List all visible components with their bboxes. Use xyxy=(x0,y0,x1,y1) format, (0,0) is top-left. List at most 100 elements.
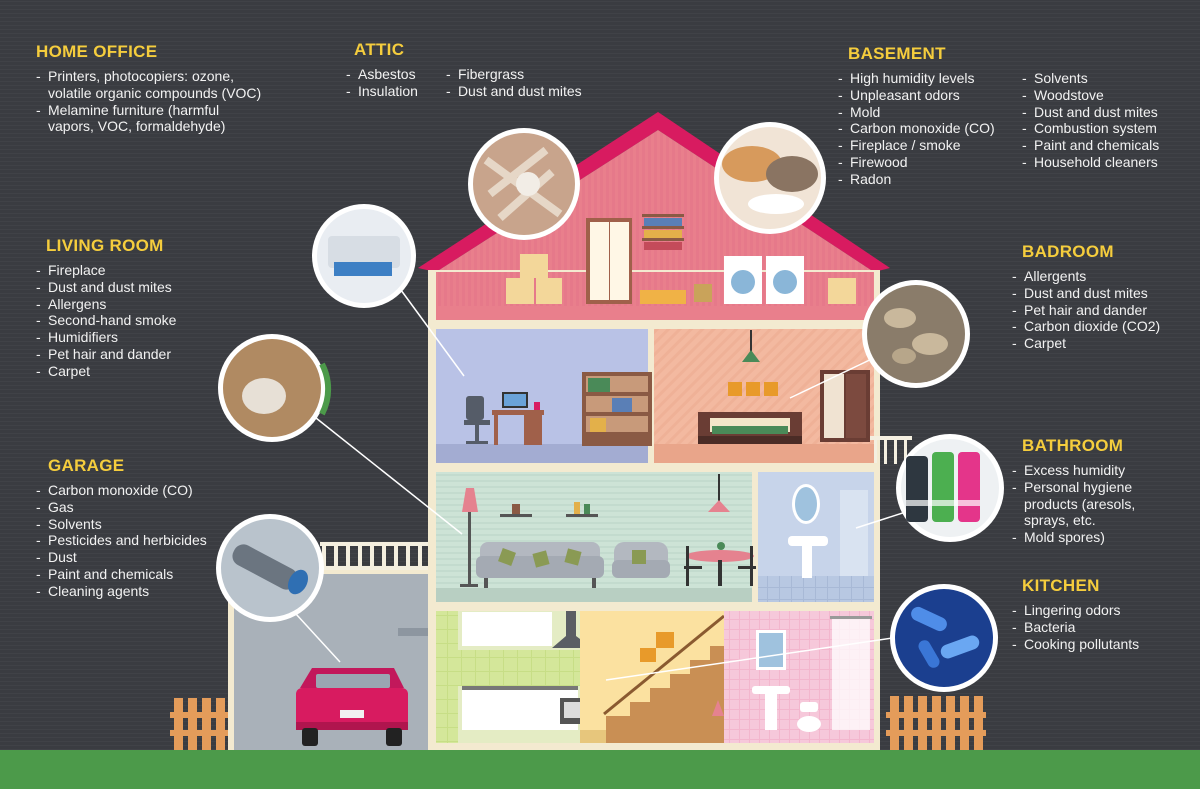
list-item: Dust and dust mites xyxy=(1022,104,1172,121)
list-item: Woodstove xyxy=(1022,87,1172,104)
item-list: High humidity levels Unpleasant odors Mo… xyxy=(838,70,1002,188)
list-item: Pet hair and dander xyxy=(1012,302,1196,319)
bedroom-lamp xyxy=(742,330,760,362)
photo-bubble-exhaust xyxy=(216,514,324,622)
list-item: Fibergrass xyxy=(446,66,582,83)
photo-bubble-cats xyxy=(714,122,826,234)
garage-railing xyxy=(320,542,432,570)
list-item: Printers, photocopiers: ozone, volatile … xyxy=(36,68,264,102)
item-list: Fibergrass Dust and dust mites xyxy=(446,66,582,100)
section-title: BATHROOM xyxy=(1022,436,1124,455)
fence-left xyxy=(170,698,230,750)
section-attic: ATTIC Asbestos Insulation Fibergrass Dus… xyxy=(346,40,582,100)
item-list: Excess humidity Personal hygiene product… xyxy=(1012,462,1162,546)
kitchen-hood xyxy=(552,611,592,648)
living-shelves xyxy=(500,502,598,517)
section-kitchen: KITCHEN Lingering odors Bacteria Cooking… xyxy=(1012,576,1182,652)
list-item: Second-hand smoke xyxy=(36,312,236,329)
item-list: Carbon monoxide (CO) Gas Solvents Pestic… xyxy=(36,482,236,600)
list-item: Household cleaners xyxy=(1022,154,1172,171)
section-title: BADROOM xyxy=(1022,242,1114,261)
item-list: Printers, photocopiers: ozone, volatile … xyxy=(36,68,264,135)
list-item: Dust and dust mites xyxy=(1012,285,1196,302)
item-list: Fireplace Dust and dust mites Allergens … xyxy=(36,262,236,380)
list-item: High humidity levels xyxy=(838,70,1002,87)
list-item: Asbestos xyxy=(346,66,418,83)
list-item: Allergens xyxy=(36,296,236,313)
list-item: Carpet xyxy=(36,363,236,380)
living-floor-lamp xyxy=(460,488,478,587)
list-item: Fireplace xyxy=(36,262,236,279)
office-bookshelf xyxy=(582,372,652,446)
photo-bubble-spray xyxy=(896,434,1004,542)
list-item: Unpleasant odors xyxy=(838,87,1002,104)
section-title: HOME OFFICE xyxy=(36,42,158,61)
list-item: Bacteria xyxy=(1012,619,1182,636)
photo-bubble-printer xyxy=(312,204,416,308)
washroom-curtain xyxy=(832,618,870,730)
connector-lines xyxy=(273,285,913,681)
item-columns: Asbestos Insulation Fibergrass Dust and … xyxy=(346,66,582,100)
list-item: Pesticides and herbicides xyxy=(36,532,236,549)
section-bathroom: BATHROOM Excess humidity Personal hygien… xyxy=(1012,436,1162,546)
list-item: Lingering odors xyxy=(1012,602,1182,619)
section-home-office: HOME OFFICE Printers, photocopiers: ozon… xyxy=(36,42,264,135)
photo-bubble-mites xyxy=(862,280,970,388)
section-living-room: LIVING ROOM Fireplace Dust and dust mite… xyxy=(36,236,236,380)
list-item: Solvents xyxy=(36,516,236,533)
list-item: Humidifiers xyxy=(36,329,236,346)
list-item: Dust xyxy=(36,549,236,566)
list-item: Dust and dust mites xyxy=(36,279,236,296)
bedroom-pictures xyxy=(728,382,778,396)
fence-right xyxy=(886,696,986,750)
section-title: ATTIC xyxy=(354,40,405,59)
kitchen-cabinets xyxy=(462,612,578,730)
list-item: Personal hygiene products (aresols, spra… xyxy=(1012,479,1162,529)
section-title: GARAGE xyxy=(48,456,125,475)
section-title: LIVING ROOM xyxy=(46,236,164,255)
bathroom-sink xyxy=(788,536,828,578)
section-title: KITCHEN xyxy=(1022,576,1100,595)
section-badroom: BADROOM Allergents Dust and dust mites P… xyxy=(1012,242,1196,352)
list-item: Carbon monoxide (CO) xyxy=(36,482,236,499)
list-item: Pet hair and dander xyxy=(36,346,236,363)
list-item: Combustion system xyxy=(1022,120,1172,137)
bathroom-shower xyxy=(840,490,868,576)
list-item: Melamine furniture (harmful vapors, VOC,… xyxy=(36,102,264,136)
car xyxy=(296,668,408,746)
bathroom-mirror xyxy=(792,484,820,524)
list-item: Firewood xyxy=(838,154,1002,171)
section-title: BASEMENT xyxy=(848,44,946,63)
list-item: Carbon monoxide (CO) xyxy=(838,120,1002,137)
item-list: Asbestos Insulation xyxy=(346,66,418,100)
list-item: Radon xyxy=(838,171,1002,188)
section-basement: BASEMENT High humidity levels Unpleasant… xyxy=(838,44,1172,188)
list-item: Carbon dioxide (CO2) xyxy=(1012,318,1196,335)
attic-washers xyxy=(724,256,804,304)
item-columns: High humidity levels Unpleasant odors Mo… xyxy=(838,70,1172,188)
photo-bubble-insulation xyxy=(468,128,580,240)
hallway-pictures xyxy=(640,632,674,662)
grass xyxy=(0,750,1200,789)
list-item: Paint and chemicals xyxy=(1022,137,1172,154)
list-item: Gas xyxy=(36,499,236,516)
office-chair xyxy=(464,396,490,444)
office-desk xyxy=(492,392,544,445)
washroom-mirror xyxy=(756,630,786,670)
living-sofa xyxy=(476,542,604,588)
balcony-railing xyxy=(870,436,912,464)
item-list: Lingering odors Bacteria Cooking polluta… xyxy=(1012,602,1182,652)
photo-bubble-bacteria xyxy=(890,584,998,692)
section-garage: GARAGE Carbon monoxide (CO) Gas Solvents… xyxy=(36,456,236,600)
attic-boxes xyxy=(506,254,562,304)
list-item: Dust and dust mites xyxy=(446,83,582,100)
list-item: Solvents xyxy=(1022,70,1172,87)
washroom-sink xyxy=(752,686,790,730)
list-item: Carpet xyxy=(1012,335,1196,352)
list-item: Fireplace / smoke xyxy=(838,137,1002,154)
list-item: Cleaning agents xyxy=(36,583,236,600)
living-armchair xyxy=(612,542,670,578)
item-list: Allergents Dust and dust mites Pet hair … xyxy=(1012,268,1196,352)
